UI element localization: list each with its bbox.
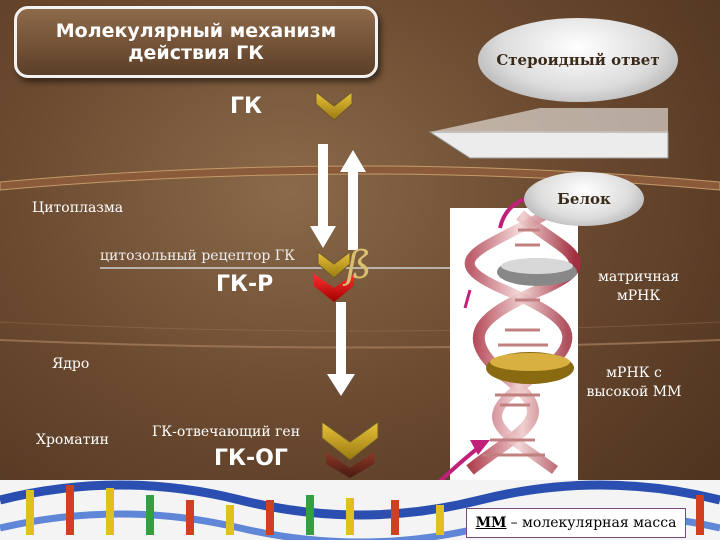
arrow-to-nucleus <box>327 302 355 396</box>
chevron-gkr-top <box>317 251 351 279</box>
gk-label: ГК <box>230 94 263 119</box>
beta-symbol: ß <box>342 243 371 287</box>
matrix-rna-label: матричная мРНК <box>598 269 680 304</box>
steroid-response-label: Стероидный ответ <box>496 51 660 69</box>
arrow-receptor-up <box>340 150 366 250</box>
title-box: Молекулярный механизм действия ГК <box>14 6 378 78</box>
title: Молекулярный механизм действия ГК <box>55 20 337 64</box>
cell-membrane <box>0 165 720 191</box>
legend-text: – молекулярная масса <box>510 515 677 531</box>
steroid-response-pill: Стероидный ответ <box>478 18 678 102</box>
arrow-gk-to-receptor <box>310 144 336 248</box>
cytoplasm-label: Цитоплазма <box>32 200 124 216</box>
chevron-og-gold <box>321 421 379 461</box>
legend-abbr: ММ <box>475 515 507 531</box>
protein-pill: Белок <box>524 172 644 226</box>
gk-r-label: ГК-Р <box>216 272 274 297</box>
nuclear-membrane <box>0 339 720 349</box>
chevron-gkr-red <box>314 274 354 302</box>
gk-og-label: ГК-ОГ <box>214 446 288 471</box>
chevron-og-brown <box>326 452 374 478</box>
protein-label: Белок <box>557 190 611 208</box>
responsive-gene-label: ГК-отвечающий ген <box>152 424 301 440</box>
chevron-gk <box>315 90 353 121</box>
high-mm-rna-label: мРНК с высокой ММ <box>586 365 682 400</box>
legend-box: ММ – молекулярная масса <box>466 508 686 538</box>
steroid-response-base <box>428 131 669 159</box>
nucleus-label: Ядро <box>52 356 90 372</box>
arrow-to-rna <box>463 289 472 309</box>
chromatin-label: Хроматин <box>36 432 110 448</box>
cytosolic-receptor-label: цитозольный рецептор ГК <box>100 248 295 264</box>
